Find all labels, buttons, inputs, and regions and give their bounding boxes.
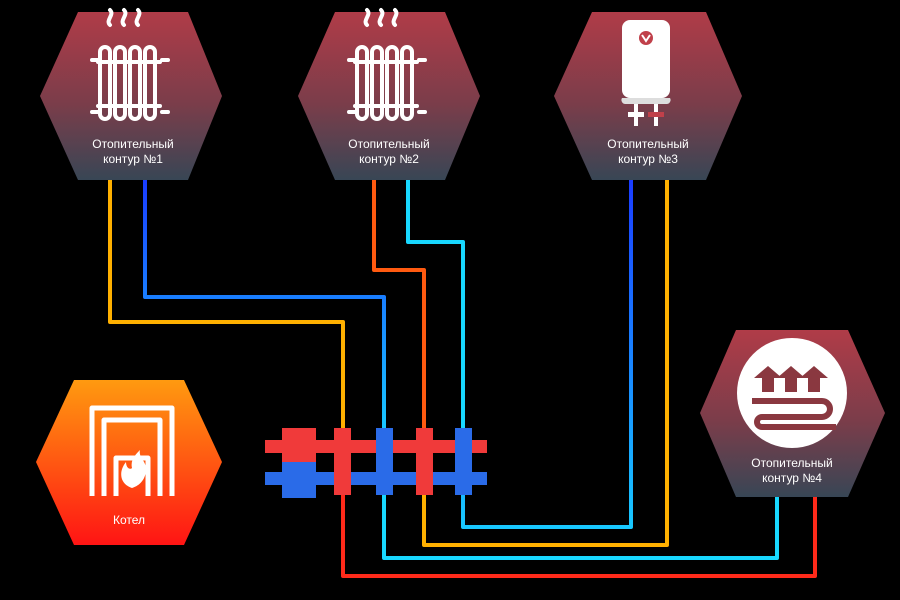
boiler-label: Котел	[54, 513, 204, 528]
circuit3-label: Отопительный контур №3	[573, 137, 723, 167]
circuit3-label-line1: Отопительный	[607, 137, 689, 151]
manifold-tee-3	[416, 428, 433, 495]
circuit2-label-line2: контур №2	[359, 152, 419, 166]
manifold	[265, 428, 487, 498]
circuit4-label-line2: контур №4	[762, 471, 822, 485]
circuit1-label-line2: контур №1	[103, 152, 163, 166]
circuit4-label-line1: Отопительный	[751, 456, 833, 470]
pipe-circuit1-supply	[108, 180, 345, 430]
pipe-circuit4-supply	[341, 495, 817, 578]
pipe-circuit2-return	[406, 180, 465, 430]
circuit2-label: Отопительный контур №2	[314, 137, 464, 167]
pipe-circuit1-return	[143, 180, 386, 430]
circuit3-label-line2: контур №3	[618, 152, 678, 166]
manifold-tee-4	[455, 428, 472, 495]
circuit1-label: Отопительный контур №1	[58, 137, 208, 167]
pipes	[108, 180, 817, 578]
boiler-flame-icon	[89, 405, 175, 496]
pipe-circuit2-supply	[372, 180, 426, 430]
manifold-inlet-hot	[282, 428, 316, 462]
pipe-circuit3-return	[461, 180, 633, 529]
boiler-label-text: Котел	[112, 513, 146, 527]
circuit2-label-line1: Отопительный	[348, 137, 430, 151]
pipe-circuit3-supply	[422, 180, 669, 547]
radiator-icon	[347, 8, 427, 121]
pipe-circuit4-return	[382, 495, 779, 560]
water-heater-icon	[621, 20, 671, 126]
circuit1-label-line1: Отопительный	[92, 137, 174, 151]
underfloor-heating-icon	[737, 338, 847, 448]
manifold-tee-2	[376, 428, 393, 495]
boiler-hexagon	[36, 380, 222, 545]
radiator-icon	[90, 8, 170, 121]
circuit4-label: Отопительный контур №4	[717, 456, 867, 486]
manifold-tee-1	[334, 428, 351, 495]
